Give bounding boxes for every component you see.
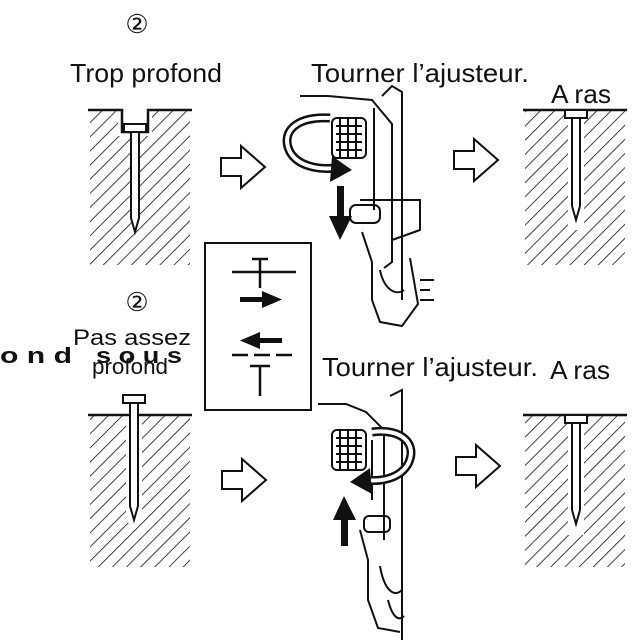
flow-arrow-bottom-1-icon: [221, 458, 267, 502]
nailer-adjuster-bottom-icon: [318, 388, 405, 640]
overlay-text-left: o n d: [0, 343, 72, 368]
wood-block-not-deep: [88, 413, 192, 567]
nail-flush-top-icon: [564, 109, 588, 224]
step-marker-top: ②: [125, 9, 148, 39]
rotation-arrow-bottom-icon: [350, 426, 416, 494]
overlay-text-right: s o u s: [96, 343, 182, 368]
down-arrow-top-icon: [329, 186, 352, 240]
label-flush-bottom: A ras: [550, 355, 610, 385]
nail-not-deep-icon: [122, 394, 146, 524]
step-marker-bottom: ②: [125, 287, 148, 317]
label-flush-top: A ras: [551, 79, 611, 109]
label-too-deep: Trop profond: [70, 58, 222, 88]
label-turn-adjuster-bottom: Tourner l’ajusteur.: [322, 352, 538, 382]
label-not-deep-enough-line2: profond: [92, 354, 168, 379]
label-not-deep-enough-line1: Pas assez: [73, 325, 191, 350]
nailer-adjuster-top-icon: [300, 84, 434, 328]
up-arrow-bottom-icon: [333, 496, 356, 546]
nail-flush-bottom-icon: [564, 414, 588, 528]
flow-arrow-top-1-icon: [220, 145, 266, 189]
flow-arrow-bottom-2-icon: [455, 444, 501, 488]
flow-arrow-top-2-icon: [453, 138, 499, 182]
nail-too-deep-icon: [123, 123, 147, 236]
rotation-arrow-top-icon: [282, 113, 352, 182]
label-turn-adjuster-top: Tourner l’ajusteur.: [311, 58, 529, 88]
direction-legend-icon: [204, 242, 312, 411]
